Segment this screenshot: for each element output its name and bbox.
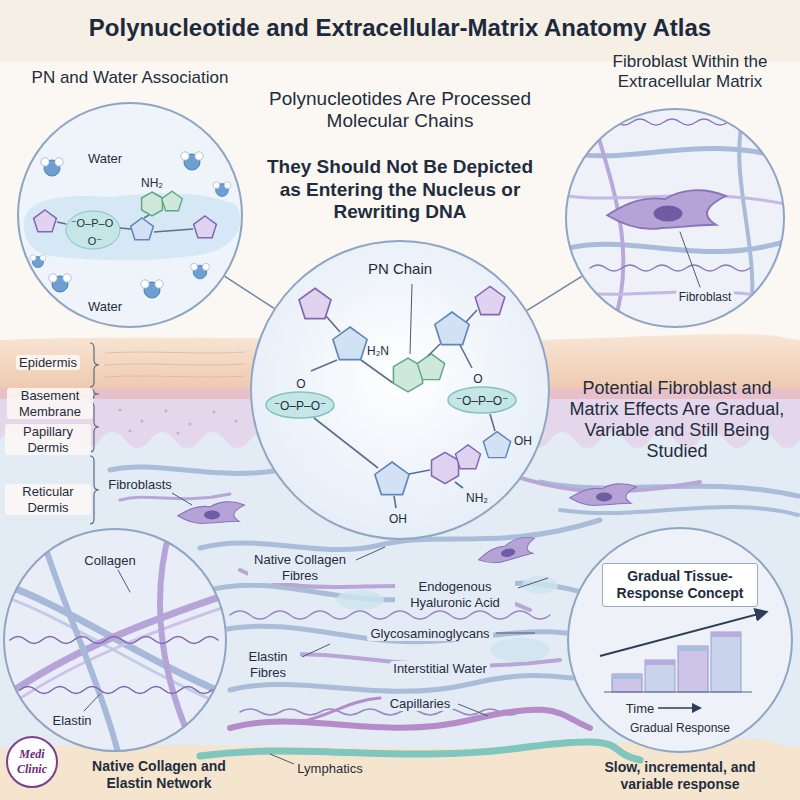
label-holder: Time xyxy=(623,699,657,717)
structure-label: Elastin xyxy=(49,713,94,728)
panel-heading: Gradual Tissue-Response Concept xyxy=(602,563,758,607)
label-holder: Elastin xyxy=(49,711,94,729)
node-text-holder: PN and Water Association xyxy=(7,68,253,88)
label-holder: O xyxy=(470,369,485,387)
circle-outline xyxy=(567,527,793,753)
label-holder: Native Collagen Fibres xyxy=(248,552,353,583)
label-holder: Polynucleotides Are Processed Molecular … xyxy=(250,88,550,133)
layer-label: Reticular Dermis xyxy=(5,484,91,515)
chem-group: O⁻ xyxy=(85,235,105,248)
label-holder: Glycosaminoglycans xyxy=(367,624,492,642)
label-holder: They Should Not Be Depicted as Entering … xyxy=(255,156,545,223)
structure-label: Collagen xyxy=(81,553,138,568)
chem-group: ⁻O–P–O⁻ xyxy=(453,394,512,408)
label-holder: Basement Membrane xyxy=(7,388,93,419)
circle-border xyxy=(568,528,792,752)
chem-group: OH xyxy=(511,434,535,448)
molecule-label: Water xyxy=(85,151,125,166)
label-holder: O xyxy=(293,374,308,392)
label-holder: O⁻ xyxy=(85,231,105,249)
node-text-holder: Native Collagen and Elastin Network xyxy=(73,758,245,792)
diagram-title: Polynucleotide and Extracellular-Matrix … xyxy=(89,14,711,42)
panel-heading: Native Collagen and Elastin Network xyxy=(73,758,245,792)
label-holder: Fibroblast xyxy=(676,287,735,305)
panel-heading: PN Chain xyxy=(368,260,432,278)
structure-label: Elastin Fibres xyxy=(236,649,300,680)
label-holder: OH xyxy=(386,509,410,527)
connector-line xyxy=(527,276,582,310)
cell-label: Fibroblast xyxy=(676,290,735,304)
chem-group: NH₂ xyxy=(463,491,491,505)
circle-panel: PN and Water Association xyxy=(17,102,243,328)
chem-group: O xyxy=(470,372,485,386)
heading-note: Polynucleotides Are Processed Molecular … xyxy=(250,88,550,133)
label-holder: ⁻O–P–O⁻ xyxy=(271,396,330,414)
structure-label: Endogenous Hyaluronic Acid xyxy=(395,579,515,610)
node-text-holder: PN Chain xyxy=(350,260,450,278)
structure-label: Lymphatics xyxy=(294,761,365,776)
circle-border xyxy=(251,241,549,539)
label-holder: ⁻O–P–O xyxy=(68,213,117,231)
structure-label: Capillaries xyxy=(387,696,454,711)
circle-outline xyxy=(250,240,550,540)
label-holder: Water xyxy=(85,149,125,167)
layer-label: Basement Membrane xyxy=(7,388,93,419)
structure-label: Interstitial Water xyxy=(390,661,489,676)
label-holder: H₂N xyxy=(364,341,392,359)
label-holder: Collagen xyxy=(81,551,138,569)
label-holder: Elastin Fibres xyxy=(236,649,300,680)
axis-label: Gradual Response xyxy=(627,721,733,735)
label-holder: Interstitial Water xyxy=(390,659,489,677)
chem-group: NH₂ xyxy=(138,176,166,190)
chem-group: ⁻O–P–O xyxy=(68,217,117,230)
logo-text: Medi Clinic xyxy=(9,747,55,775)
label-holder: Medi Clinic xyxy=(9,747,55,776)
chem-group: ⁻O–P–O⁻ xyxy=(271,399,330,413)
label-holder: Capillaries xyxy=(387,694,454,712)
label-holder: Endogenous Hyaluronic Acid xyxy=(395,579,515,610)
label-holder: Potential Fibroblast and Matrix Effects … xyxy=(566,378,788,463)
label-holder: NH₂ xyxy=(138,173,166,191)
structure-label: Native Collagen Fibres xyxy=(248,552,353,583)
label-holder: Fibroblasts xyxy=(105,475,175,493)
molecule-label: Water xyxy=(85,299,125,314)
label-holder: Epidermis xyxy=(16,353,80,371)
chem-group: H₂N xyxy=(364,344,392,358)
circle-panel: Gradual Tissue-Response ConceptSlow, inc… xyxy=(567,527,793,753)
label-holder: Reticular Dermis xyxy=(5,484,91,515)
connector-line xyxy=(225,276,274,308)
label-holder: Gradual Response xyxy=(627,718,733,736)
chem-group: O xyxy=(293,377,308,391)
label-holder: Papillary Dermis xyxy=(5,424,91,455)
label-holder: OH xyxy=(511,431,535,449)
label-holder: Lymphatics xyxy=(294,759,365,777)
panel-caption: Slow, incremental, and variable response xyxy=(580,759,780,793)
structure-label: Glycosaminoglycans xyxy=(367,626,492,641)
cell-label: Fibroblasts xyxy=(105,477,175,492)
node-text-holder: Slow, incremental, and variable response xyxy=(580,759,780,793)
circle-panel: PN Chain xyxy=(250,240,550,540)
node-text-holder: Gradual Tissue-Response Concept xyxy=(602,563,758,607)
axis-label: Time xyxy=(623,701,657,716)
side-note: Potential Fibroblast and Matrix Effects … xyxy=(566,378,788,463)
label-holder: NH₂ xyxy=(463,488,491,506)
warning-note: They Should Not Be Depicted as Entering … xyxy=(255,156,545,223)
node-text-holder: Fibroblast Within the Extracellular Matr… xyxy=(585,52,795,93)
layer-label: Papillary Dermis xyxy=(5,424,91,455)
circle-border xyxy=(566,109,784,327)
circle-border xyxy=(18,103,242,327)
circle-border xyxy=(4,529,226,751)
layer-label: Epidermis xyxy=(16,355,80,370)
panel-heading: Fibroblast Within the Extracellular Matr… xyxy=(585,52,795,93)
chem-group: OH xyxy=(386,512,410,526)
label-holder: ⁻O–P–O⁻ xyxy=(453,391,512,409)
panel-heading: PN and Water Association xyxy=(32,68,229,88)
title-holder: Polynucleotide and Extracellular-Matrix … xyxy=(0,14,800,42)
label-holder: Water xyxy=(85,297,125,315)
circle-outline xyxy=(17,102,243,328)
